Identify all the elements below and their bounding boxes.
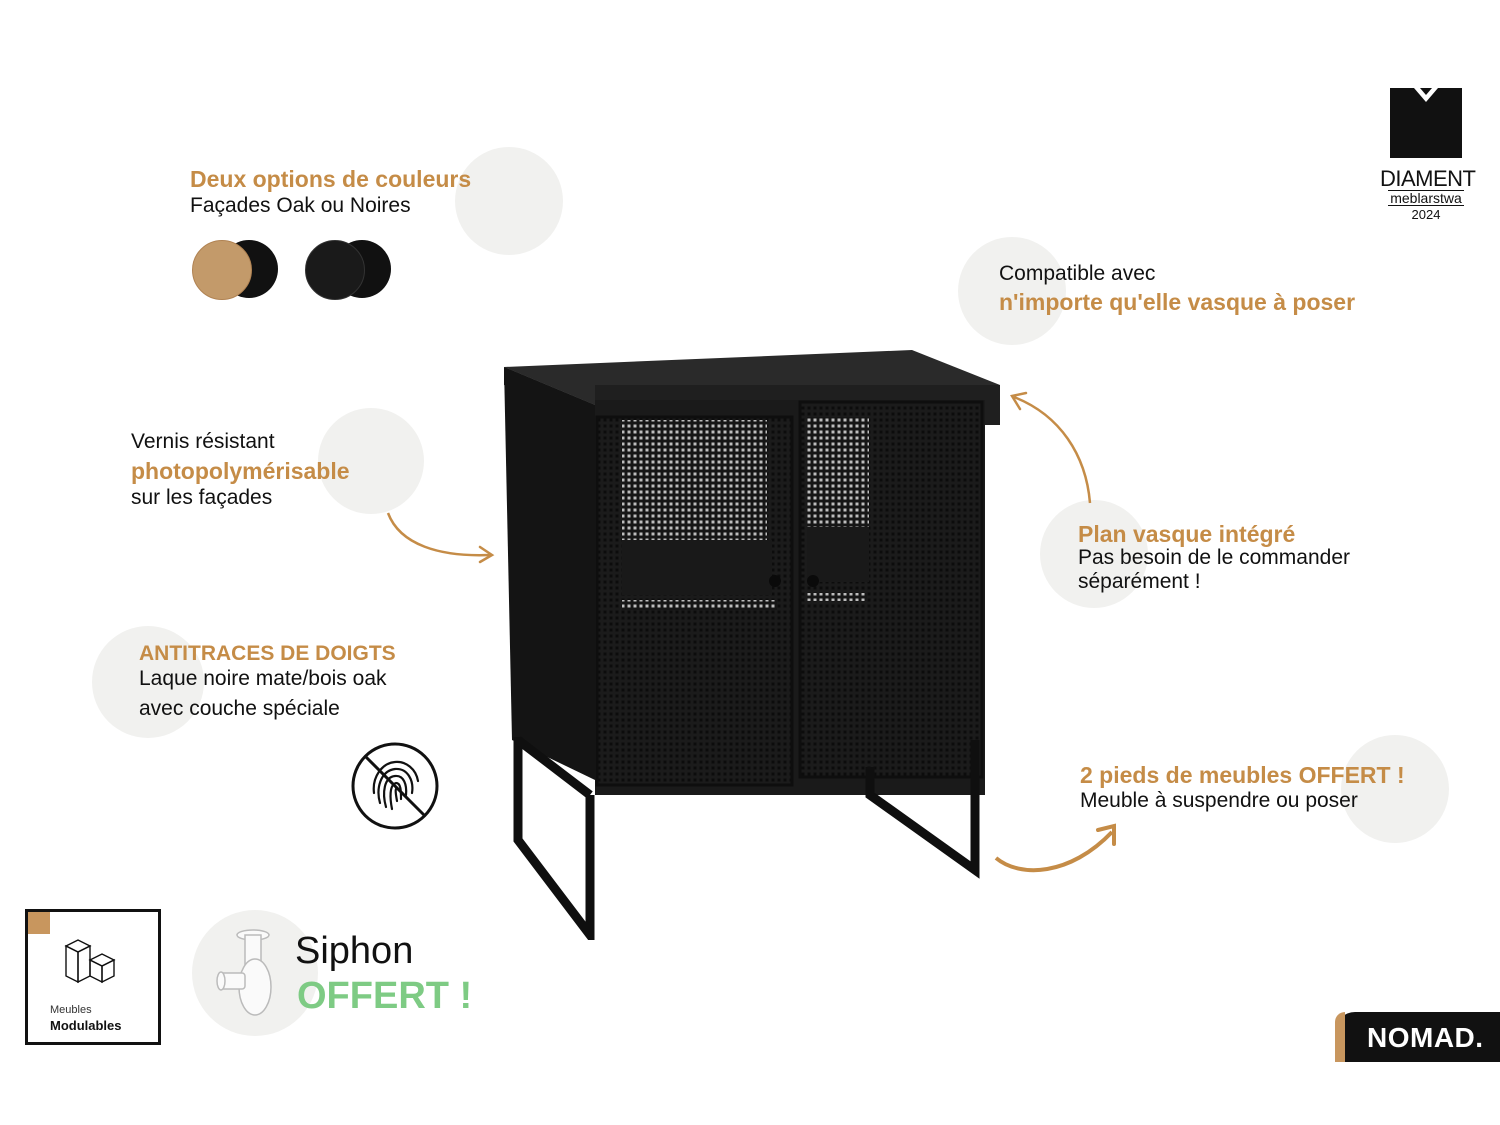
- decor-bubble: [455, 147, 563, 255]
- plan-line2: séparément !: [1078, 570, 1201, 593]
- antitraces-title: ANTITRACES DE DOIGTS: [139, 642, 396, 665]
- brand-accent: [1335, 1012, 1345, 1062]
- award-year: 2024: [1411, 207, 1441, 222]
- modulables-line1: Meubles: [50, 1004, 92, 1016]
- modulables-box: Meubles Modulables: [25, 909, 161, 1045]
- decor-bubble: [318, 408, 424, 514]
- modulables-line2: Modulables: [50, 1018, 122, 1033]
- swatch-oak: [192, 240, 252, 300]
- award-logo-icon: [1390, 88, 1462, 158]
- vernis-line2: photopolymérisable: [131, 458, 350, 484]
- award-subtitle: meblarstwa: [1388, 190, 1464, 206]
- award-badge: DIAMENT meblarstwa 2024: [1380, 88, 1476, 222]
- plan-title: Plan vasque intégré: [1078, 521, 1296, 547]
- decor-bubble: [1341, 735, 1449, 843]
- brand-tag: NOMAD.: [1335, 1012, 1500, 1062]
- siphon-line2: OFFERT !: [297, 975, 473, 1017]
- compatible-line1: Compatible avec: [999, 262, 1156, 285]
- vernis-line1: Vernis résistant: [131, 430, 275, 453]
- decor-bubble: [958, 237, 1066, 345]
- arrow-pieds: [994, 823, 1116, 873]
- pieds-line1: Meuble à suspendre ou poser: [1080, 789, 1358, 812]
- modular-cubes-icon: [64, 939, 116, 984]
- swatch-black: [305, 240, 365, 300]
- brand-name: NOMAD.: [1367, 1022, 1484, 1053]
- compatible-line2: n'importe qu'elle vasque à poser: [999, 289, 1356, 315]
- plan-line1: Pas besoin de le commander: [1078, 546, 1350, 569]
- siphon-icon: [216, 929, 272, 1016]
- arrow-compatible: [1010, 391, 1092, 504]
- arrow-vernis: [386, 512, 495, 564]
- pieds-title: 2 pieds de meubles OFFERT !: [1080, 762, 1405, 788]
- colors-title: Deux options de couleurs: [190, 166, 472, 192]
- award-title: DIAMENT: [1380, 166, 1476, 191]
- decor-bubble: [92, 626, 204, 738]
- no-fingerprint-icon: [350, 741, 440, 831]
- siphon-line1: Siphon: [295, 930, 414, 972]
- antitraces-line2: avec couche spéciale: [139, 697, 340, 720]
- antitraces-line1: Laque noire mate/bois oak: [139, 667, 387, 690]
- cabinet-illustration: [504, 350, 1000, 940]
- modulables-accent-tab: [28, 912, 50, 934]
- colors-subtitle: Façades Oak ou Noires: [190, 194, 411, 217]
- vernis-line3: sur les façades: [131, 486, 273, 509]
- decor-bubble: [1040, 500, 1148, 608]
